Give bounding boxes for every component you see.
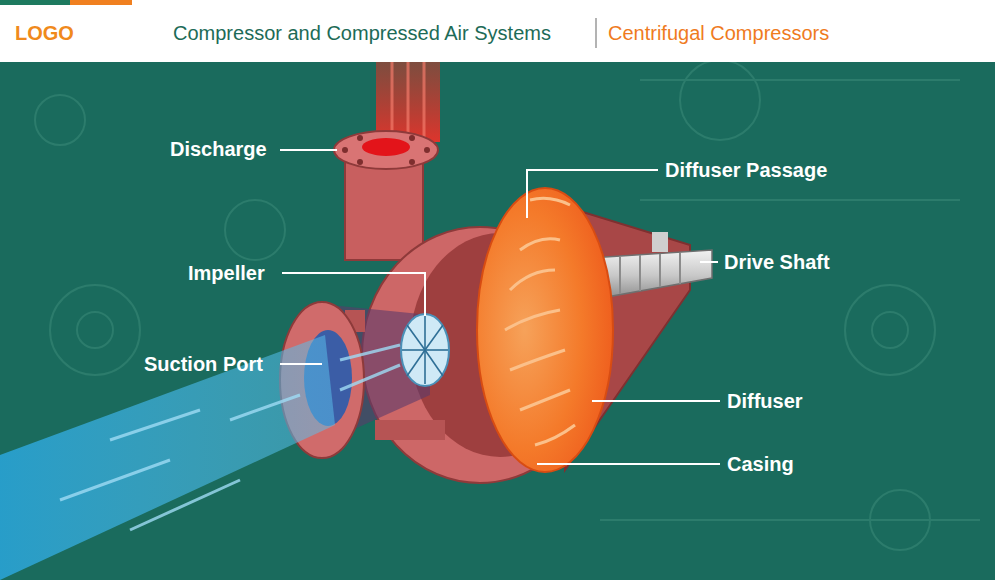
header-title: Compressor and Compressed Air Systems [173, 23, 551, 43]
shaft-groove [620, 253, 680, 294]
part-label: Drive Shaft [724, 252, 830, 272]
logo-text: LOGO [15, 23, 74, 43]
air-streak [60, 345, 400, 530]
header-strip [0, 0, 70, 5]
air-stream [0, 335, 335, 580]
leader-line [280, 150, 720, 464]
discharge-flow [376, 62, 440, 142]
header-strip [70, 0, 132, 5]
part-label: Diffuser [727, 391, 803, 411]
flange-bolt [342, 135, 430, 165]
part-label: Casing [727, 454, 794, 474]
header-bar [0, 0, 995, 62]
discharge-flange [334, 131, 438, 169]
diffuser-vane [505, 198, 575, 445]
impeller [401, 314, 449, 386]
key-block [652, 232, 668, 252]
impeller-blade [402, 316, 448, 384]
header-subtitle: Centrifugal Compressors [608, 23, 829, 43]
discharge-flow [392, 62, 424, 140]
discharge-opening [362, 138, 410, 156]
part-label: Discharge [170, 139, 267, 159]
part-label: Impeller [188, 263, 265, 283]
part-label: Suction Port [144, 354, 263, 374]
part-label: Diffuser Passage [665, 160, 827, 180]
diffuser [477, 188, 613, 472]
header-separator [595, 18, 597, 48]
casing-section [375, 420, 445, 440]
